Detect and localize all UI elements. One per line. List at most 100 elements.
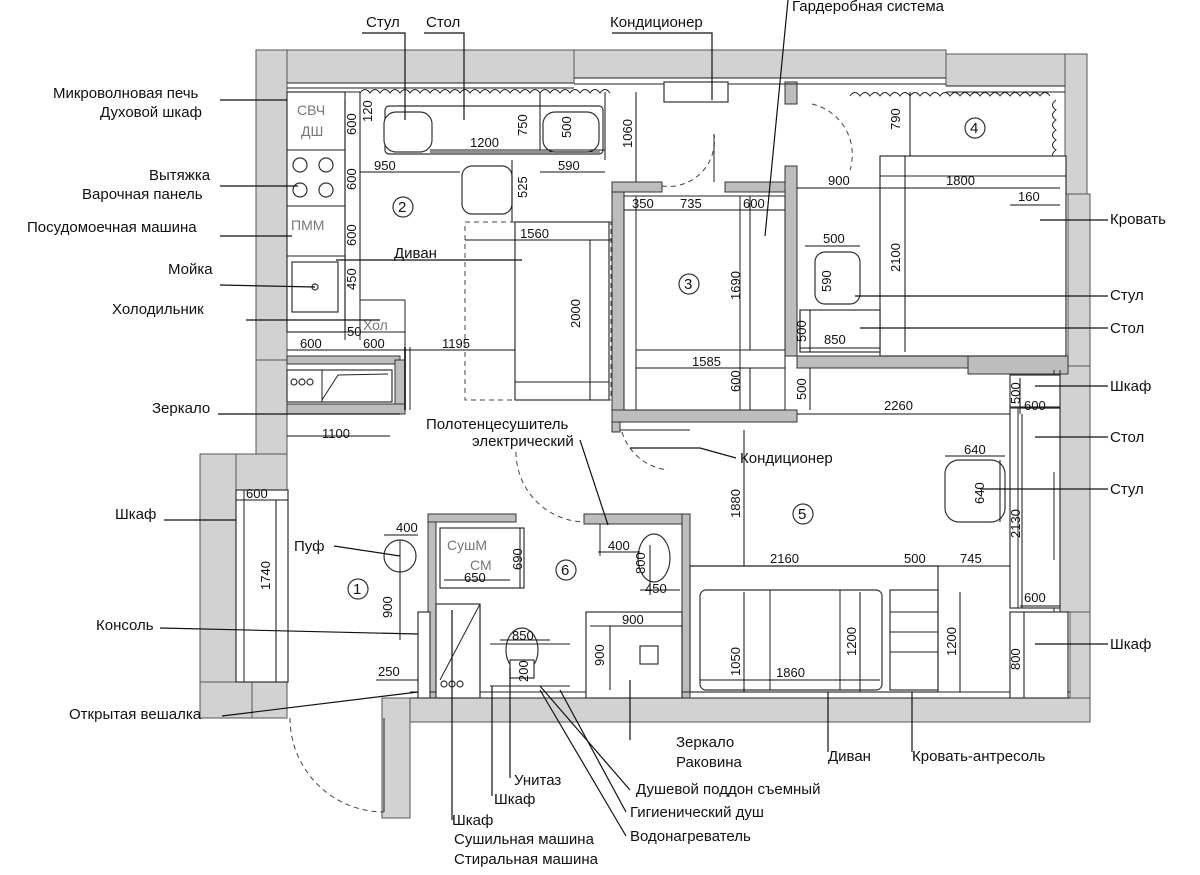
kitchen-table	[383, 105, 604, 215]
bathroom	[435, 524, 683, 699]
dim-1860: 1860	[776, 665, 805, 680]
label-unitaz: Унитаз	[514, 772, 561, 789]
leader-lines	[159, 0, 1108, 837]
dim-900-b: 900	[380, 596, 395, 618]
dim-1200-b: 1200	[844, 627, 859, 656]
dim-590-a: 590	[558, 158, 580, 173]
dim-2100: 2100	[888, 243, 903, 272]
dim-800-b: 800	[1008, 648, 1023, 670]
label-stol-right: Стол	[1110, 429, 1144, 446]
label-veshalka: Открытая вешалка	[69, 706, 202, 723]
dim-1200: 1200	[470, 135, 499, 150]
dim-900-d: 900	[592, 644, 607, 666]
dim-600-b: 600	[344, 168, 359, 190]
dim-500-a: 500	[559, 116, 574, 138]
hol-label: Хол	[363, 317, 388, 333]
dim-850-b: 850	[512, 628, 534, 643]
dim-650: 650	[464, 570, 486, 585]
dim-640-b: 640	[972, 482, 987, 504]
dim-600-g: 600	[728, 370, 743, 392]
dim-750: 750	[515, 114, 530, 136]
label-sushilnaya: Сушильная машина	[454, 831, 595, 848]
dim-790: 790	[888, 108, 903, 130]
label-stul-top: Стул	[366, 14, 400, 31]
dim-950: 950	[374, 158, 396, 173]
bedroom	[799, 155, 1067, 357]
dim-600-f: 600	[363, 336, 385, 351]
dim-120: 120	[360, 100, 375, 122]
dim-600-i: 600	[246, 486, 268, 501]
dim-1740: 1740	[258, 561, 273, 590]
room-number-1: 1	[353, 581, 361, 598]
dim-400-a: 400	[396, 520, 418, 535]
dim-500-c: 500	[794, 320, 809, 342]
hall-cabinet	[286, 369, 393, 403]
sm-label: СМ	[470, 557, 492, 573]
dim-800-a: 800	[633, 552, 648, 574]
dim-160: 160	[1018, 189, 1040, 204]
room-numbers: 2 3 4 5 1 6	[347, 117, 986, 600]
dim-1100: 1100	[322, 426, 350, 441]
dim-200: 200	[516, 660, 531, 682]
dsh-label: ДШ	[301, 123, 323, 139]
label-holodilnik: Холодильник	[112, 301, 204, 318]
dim-590-b: 590	[819, 270, 834, 292]
dim-2130: 2130	[1008, 509, 1023, 538]
dim-450-b: 450	[645, 581, 667, 596]
dim-2160: 2160	[770, 551, 799, 566]
dimension-lines	[236, 92, 1060, 698]
label-mikrovolnovaya: Микроволновая печь	[53, 85, 199, 102]
label-shkaf-right-top: Шкаф	[1110, 378, 1151, 395]
label-stul-right: Стул	[1110, 481, 1144, 498]
dim-50: 50	[347, 324, 361, 339]
dim-690: 690	[510, 548, 525, 570]
dim-350: 350	[632, 196, 654, 211]
label-konditsioner-top: Кондиционер	[610, 14, 703, 31]
dim-1060: 1060	[620, 119, 635, 148]
label-vodonagrevatel: Водонагреватель	[630, 828, 751, 845]
label-divan-kitchen: Диван	[394, 245, 437, 262]
room-number-6: 6	[561, 562, 569, 579]
dim-500-e: 500	[1008, 382, 1023, 404]
dim-400-b: 400	[608, 538, 630, 553]
dim-500-d: 500	[794, 378, 809, 400]
label-garderobnaya: Гардеробная система	[792, 0, 945, 15]
label-konditsioner-mid: Кондиционер	[740, 450, 833, 467]
dim-1200-c: 1200	[944, 627, 959, 656]
dim-2260: 2260	[884, 398, 913, 413]
dim-1880: 1880	[728, 489, 743, 518]
dim-525: 525	[515, 176, 530, 198]
dim-600-e: 600	[300, 336, 322, 351]
label-vytyazhka: Вытяжка	[149, 167, 211, 184]
label-polotentse-2: электрический	[472, 433, 574, 450]
dim-850-a: 850	[824, 332, 846, 347]
label-shkaf-bottom: Шкаф	[452, 812, 493, 829]
label-shkaf-right-bottom: Шкаф	[1110, 636, 1151, 653]
label-divan-bottom: Диван	[828, 748, 871, 765]
label-konsol: Консоль	[96, 617, 154, 634]
callout-labels: Стул Стол Кондиционер Гардеробная систем…	[27, 0, 1166, 868]
label-stol-bed: Стол	[1110, 320, 1144, 337]
label-stiralnaya: Стиральная машина	[454, 851, 599, 868]
label-moyka: Мойка	[168, 261, 213, 278]
dim-500-b: 500	[823, 231, 845, 246]
room-number-4: 4	[970, 120, 978, 137]
label-gigienicheskiy: Гигиенический душ	[630, 804, 764, 821]
label-polotentse-1: Полотенцесушитель	[426, 416, 569, 433]
dim-745: 745	[960, 551, 982, 566]
room-number-2: 2	[398, 199, 406, 216]
dim-735: 735	[680, 196, 702, 211]
label-dushevoy: Душевой поддон съемный	[636, 781, 820, 798]
label-stol-top: Стол	[426, 14, 460, 31]
dim-1585: 1585	[692, 354, 721, 369]
label-duhovoy: Духовой шкаф	[100, 104, 202, 121]
dim-1050: 1050	[728, 647, 743, 676]
label-posudomoechnaya: Посудомоечная машина	[27, 219, 197, 236]
dim-1195: 1195	[442, 336, 470, 351]
label-krovat-antresol: Кровать-антресоль	[912, 748, 1046, 765]
dim-600-a: 600	[344, 113, 359, 135]
label-stul-bed: Стул	[1110, 287, 1144, 304]
label-shkaf-bath: Шкаф	[494, 791, 535, 808]
dim-1560: 1560	[520, 226, 549, 241]
